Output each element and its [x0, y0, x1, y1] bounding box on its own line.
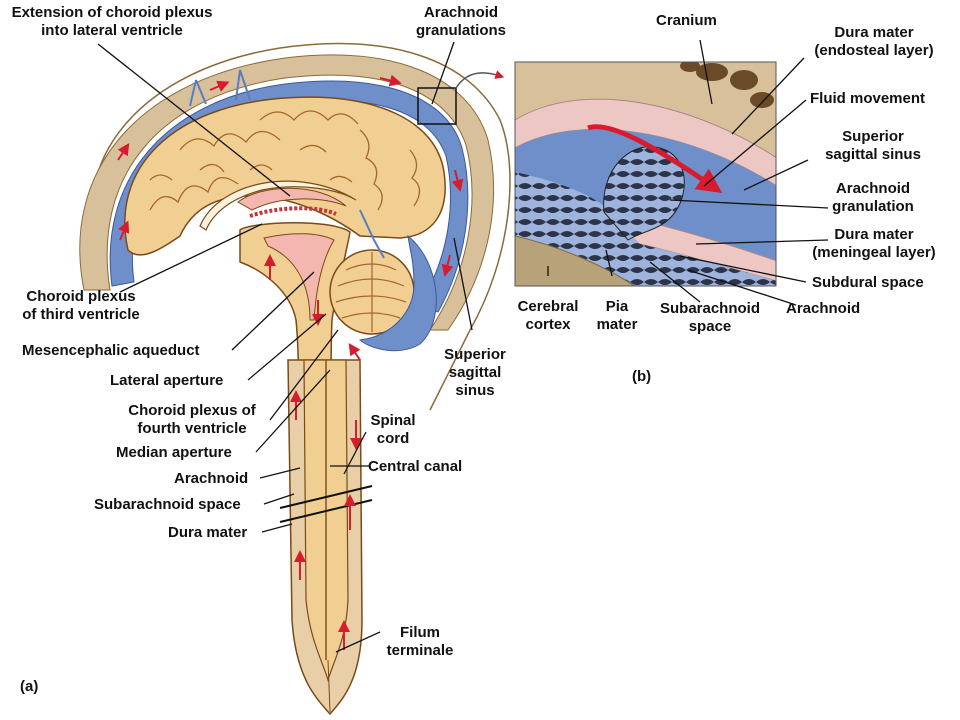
label-subarachnoid-space-a: Subarachnoid space — [94, 496, 241, 513]
label-dura-mater-a: Dura mater — [168, 524, 248, 541]
corpus-callosum — [199, 180, 357, 231]
choroid-plexus-strip — [249, 206, 337, 218]
label-superior-sagittal-sinus-a: Superior sagittal sinus — [444, 346, 506, 399]
label-arachnoid-b: Arachnoid — [786, 300, 861, 317]
panel-a-sagittal-section — [79, 42, 511, 716]
panel-b-frame — [514, 61, 777, 287]
scalp-outline — [91, 42, 511, 411]
cerebral-cortex-detail — [515, 235, 636, 286]
cerebrum — [124, 96, 446, 256]
third-ventricle-aqueduct — [263, 233, 335, 321]
label-spinal-cord: Spinal cord — [370, 412, 416, 447]
label-arachnoid-granulation: Arachnoid granulation — [832, 180, 914, 215]
label-filum-terminale: Filum terminale — [386, 624, 454, 659]
cranium-bone — [79, 54, 495, 331]
label-lateral-aperture: Lateral aperture — [110, 372, 224, 389]
label-dura-meningeal: Dura mater (meningeal layer) — [812, 226, 936, 261]
label-cerebral-cortex: Cerebral cortex — [517, 298, 579, 333]
filum-line — [327, 659, 331, 713]
label-arachnoid-granulations: Arachnoid granulations — [415, 4, 506, 39]
label-subdural-space: Subdural space — [812, 274, 924, 291]
leader-lines — [97, 39, 829, 653]
label-median-aperture: Median aperture — [116, 444, 232, 461]
cranium-bone-pores — [680, 62, 774, 108]
label-choroid-fourth: Choroid plexus of fourth ventricle — [128, 402, 256, 437]
label-pia-mater: Pia mater — [596, 298, 638, 333]
panel-b-tag: (b) — [632, 368, 652, 385]
label-superior-sagittal-sinus-b: Superior sagittal sinus — [825, 128, 921, 163]
label-arachnoid-a: Arachnoid — [174, 470, 249, 487]
fluid-movement-arrow — [587, 124, 723, 194]
label-cranium: Cranium — [656, 12, 717, 29]
label-choroid-lateral: Extension of choroid plexus into lateral… — [11, 4, 213, 39]
section-break-marks — [279, 485, 373, 523]
cortical-veins — [189, 69, 385, 259]
label-dura-endosteal: Dura mater (endosteal layer) — [814, 24, 934, 59]
label-mesencephalic-aqueduct: Mesencephalic aqueduct — [22, 342, 200, 359]
arachnoid-granulation-mound — [603, 146, 685, 241]
subarachnoid-web-left — [515, 172, 640, 244]
lateral-ventricle — [237, 187, 347, 211]
panel-b-granulation-detail — [515, 62, 776, 286]
panel-a-tag: (a) — [20, 678, 39, 695]
label-central-canal: Central canal — [368, 458, 463, 475]
label-subarachnoid-space-b: Subarachnoid space — [659, 300, 760, 335]
cisterna-magna — [358, 234, 437, 352]
cerebellar-folia — [335, 252, 407, 332]
cerebral-gyri — [149, 110, 421, 211]
zoom-arrow — [455, 70, 505, 89]
label-fluid-movement: Fluid movement — [810, 90, 926, 107]
label-choroid-third: Choroid plexus of third ventricle — [22, 288, 140, 323]
